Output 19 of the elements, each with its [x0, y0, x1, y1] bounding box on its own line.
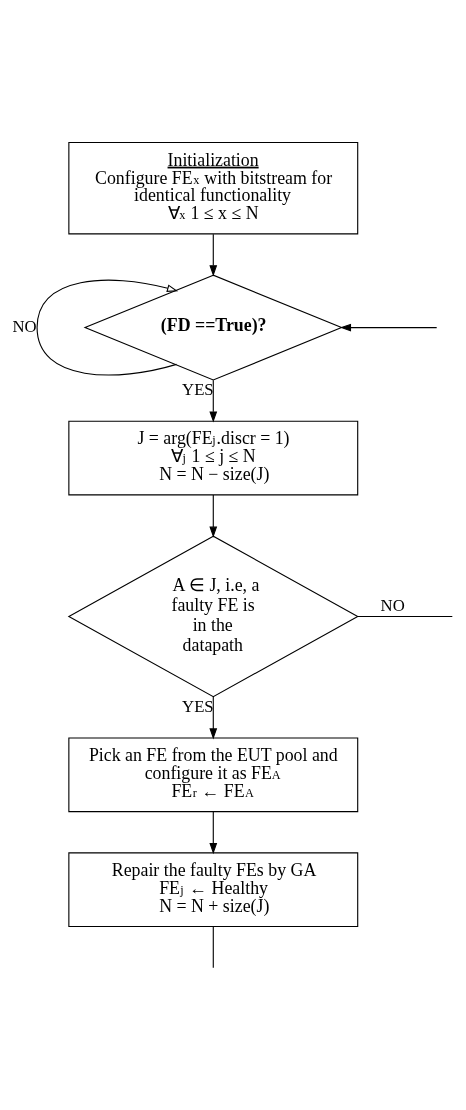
- edge-label: YES: [182, 696, 214, 716]
- node-diamond: A ∈ J, i.e, a faulty FE is in the datapath: [67, 535, 359, 697]
- node-diamond: (FD ==True)?: [83, 274, 343, 381]
- edge-label: NO: [380, 595, 405, 615]
- arrow: [339, 323, 438, 331]
- connector: [357, 615, 453, 617]
- arrow: [209, 695, 218, 739]
- arrow: [209, 379, 218, 423]
- arrow: [209, 233, 218, 276]
- edge-label: YES: [182, 379, 214, 399]
- node-box: Pick an FE from the EUT pool and configure it as FEA FEr ← FEA: [68, 736, 359, 812]
- arrow: [36, 279, 179, 375]
- node-box: J = arg(FEj.discr = 1) ∀j 1 ≤ j ≤ N N = N − size(J): [68, 420, 359, 495]
- connector: [212, 925, 214, 968]
- node-box: Repair the faulty FEs by GA FEj ← Healthy N = N + size(J): [68, 851, 359, 927]
- arrow: [209, 810, 218, 854]
- edge-label: NO: [12, 315, 37, 335]
- arrow: [209, 493, 218, 538]
- node-box: Initialization Configure FEx with bitstream for identical functionality ∀x 1 ≤ x ≤ N: [68, 141, 359, 234]
